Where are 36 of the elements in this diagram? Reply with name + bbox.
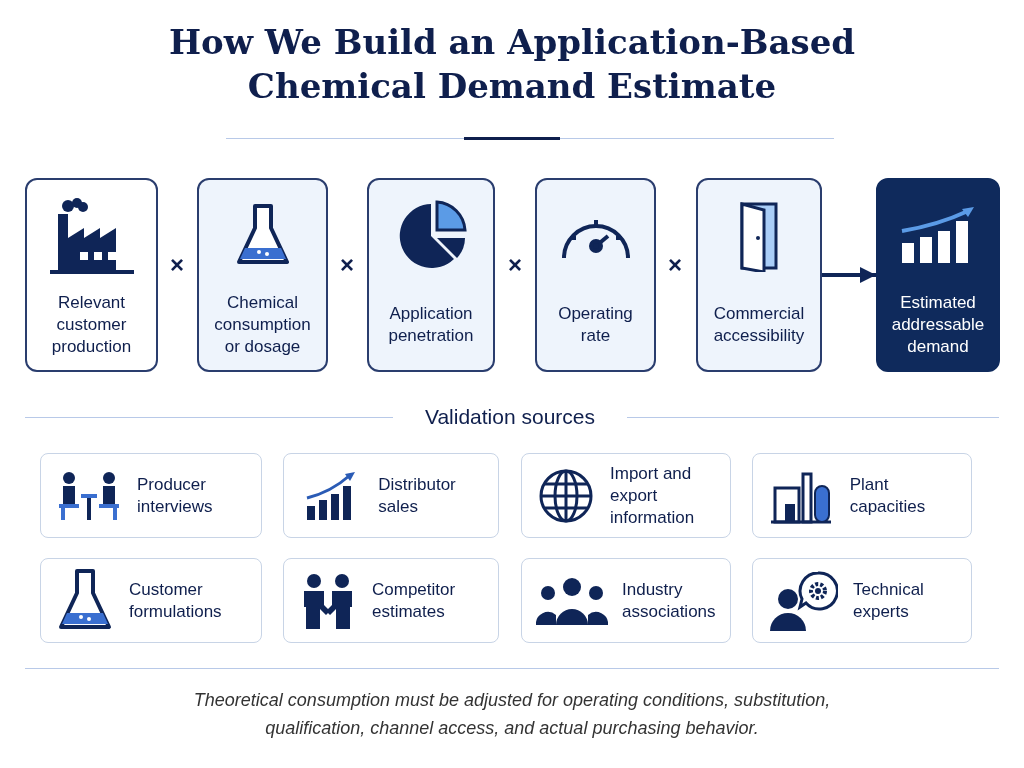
source-card — [521, 453, 731, 538]
step-label: Commercial accessibility — [712, 303, 806, 347]
step-label: Chemical consumption or dosage — [213, 292, 312, 358]
section-heading: Validation sources — [423, 404, 596, 430]
source-label: Technical experts — [853, 578, 925, 623]
title: How We Build an Application-Based Chemical Demand Estimate — [167, 21, 857, 108]
source-card — [752, 453, 972, 538]
source-card — [521, 558, 731, 643]
source-label: Distributor sales — [378, 473, 457, 518]
source-label: Industry associations — [622, 578, 717, 623]
multiply-sign: × — [340, 252, 354, 278]
step-label: Application penetration — [387, 303, 475, 347]
multiply-sign: × — [170, 252, 184, 278]
source-label: Producer interviews — [137, 473, 214, 518]
step-label: Estimated addressable demand — [890, 292, 986, 358]
multiply-sign: × — [508, 252, 522, 278]
source-label: Import and export information — [610, 462, 696, 529]
step-box — [197, 178, 328, 372]
step-label: Operating rate — [557, 303, 634, 347]
step-box — [367, 178, 495, 372]
multiply-sign: × — [668, 252, 682, 278]
source-label: Customer formulations — [129, 578, 223, 623]
step-box — [25, 178, 158, 372]
source-card — [40, 453, 262, 538]
step-label: Relevant customer production — [50, 292, 133, 358]
step-box — [696, 178, 822, 372]
source-label: Plant capacities — [849, 473, 927, 518]
source-card — [752, 558, 972, 643]
source-card — [40, 558, 262, 643]
arrow — [822, 267, 876, 283]
source-card — [283, 558, 499, 643]
caption: Theoretical consumption must be adjusted for operating conditions, substitution, qualification, channel access, and actual purchasing behavior. — [192, 689, 832, 740]
source-label: Competitor estimates — [372, 578, 457, 623]
source-card — [283, 453, 499, 538]
step-box — [876, 178, 1000, 372]
step-box — [535, 178, 656, 372]
